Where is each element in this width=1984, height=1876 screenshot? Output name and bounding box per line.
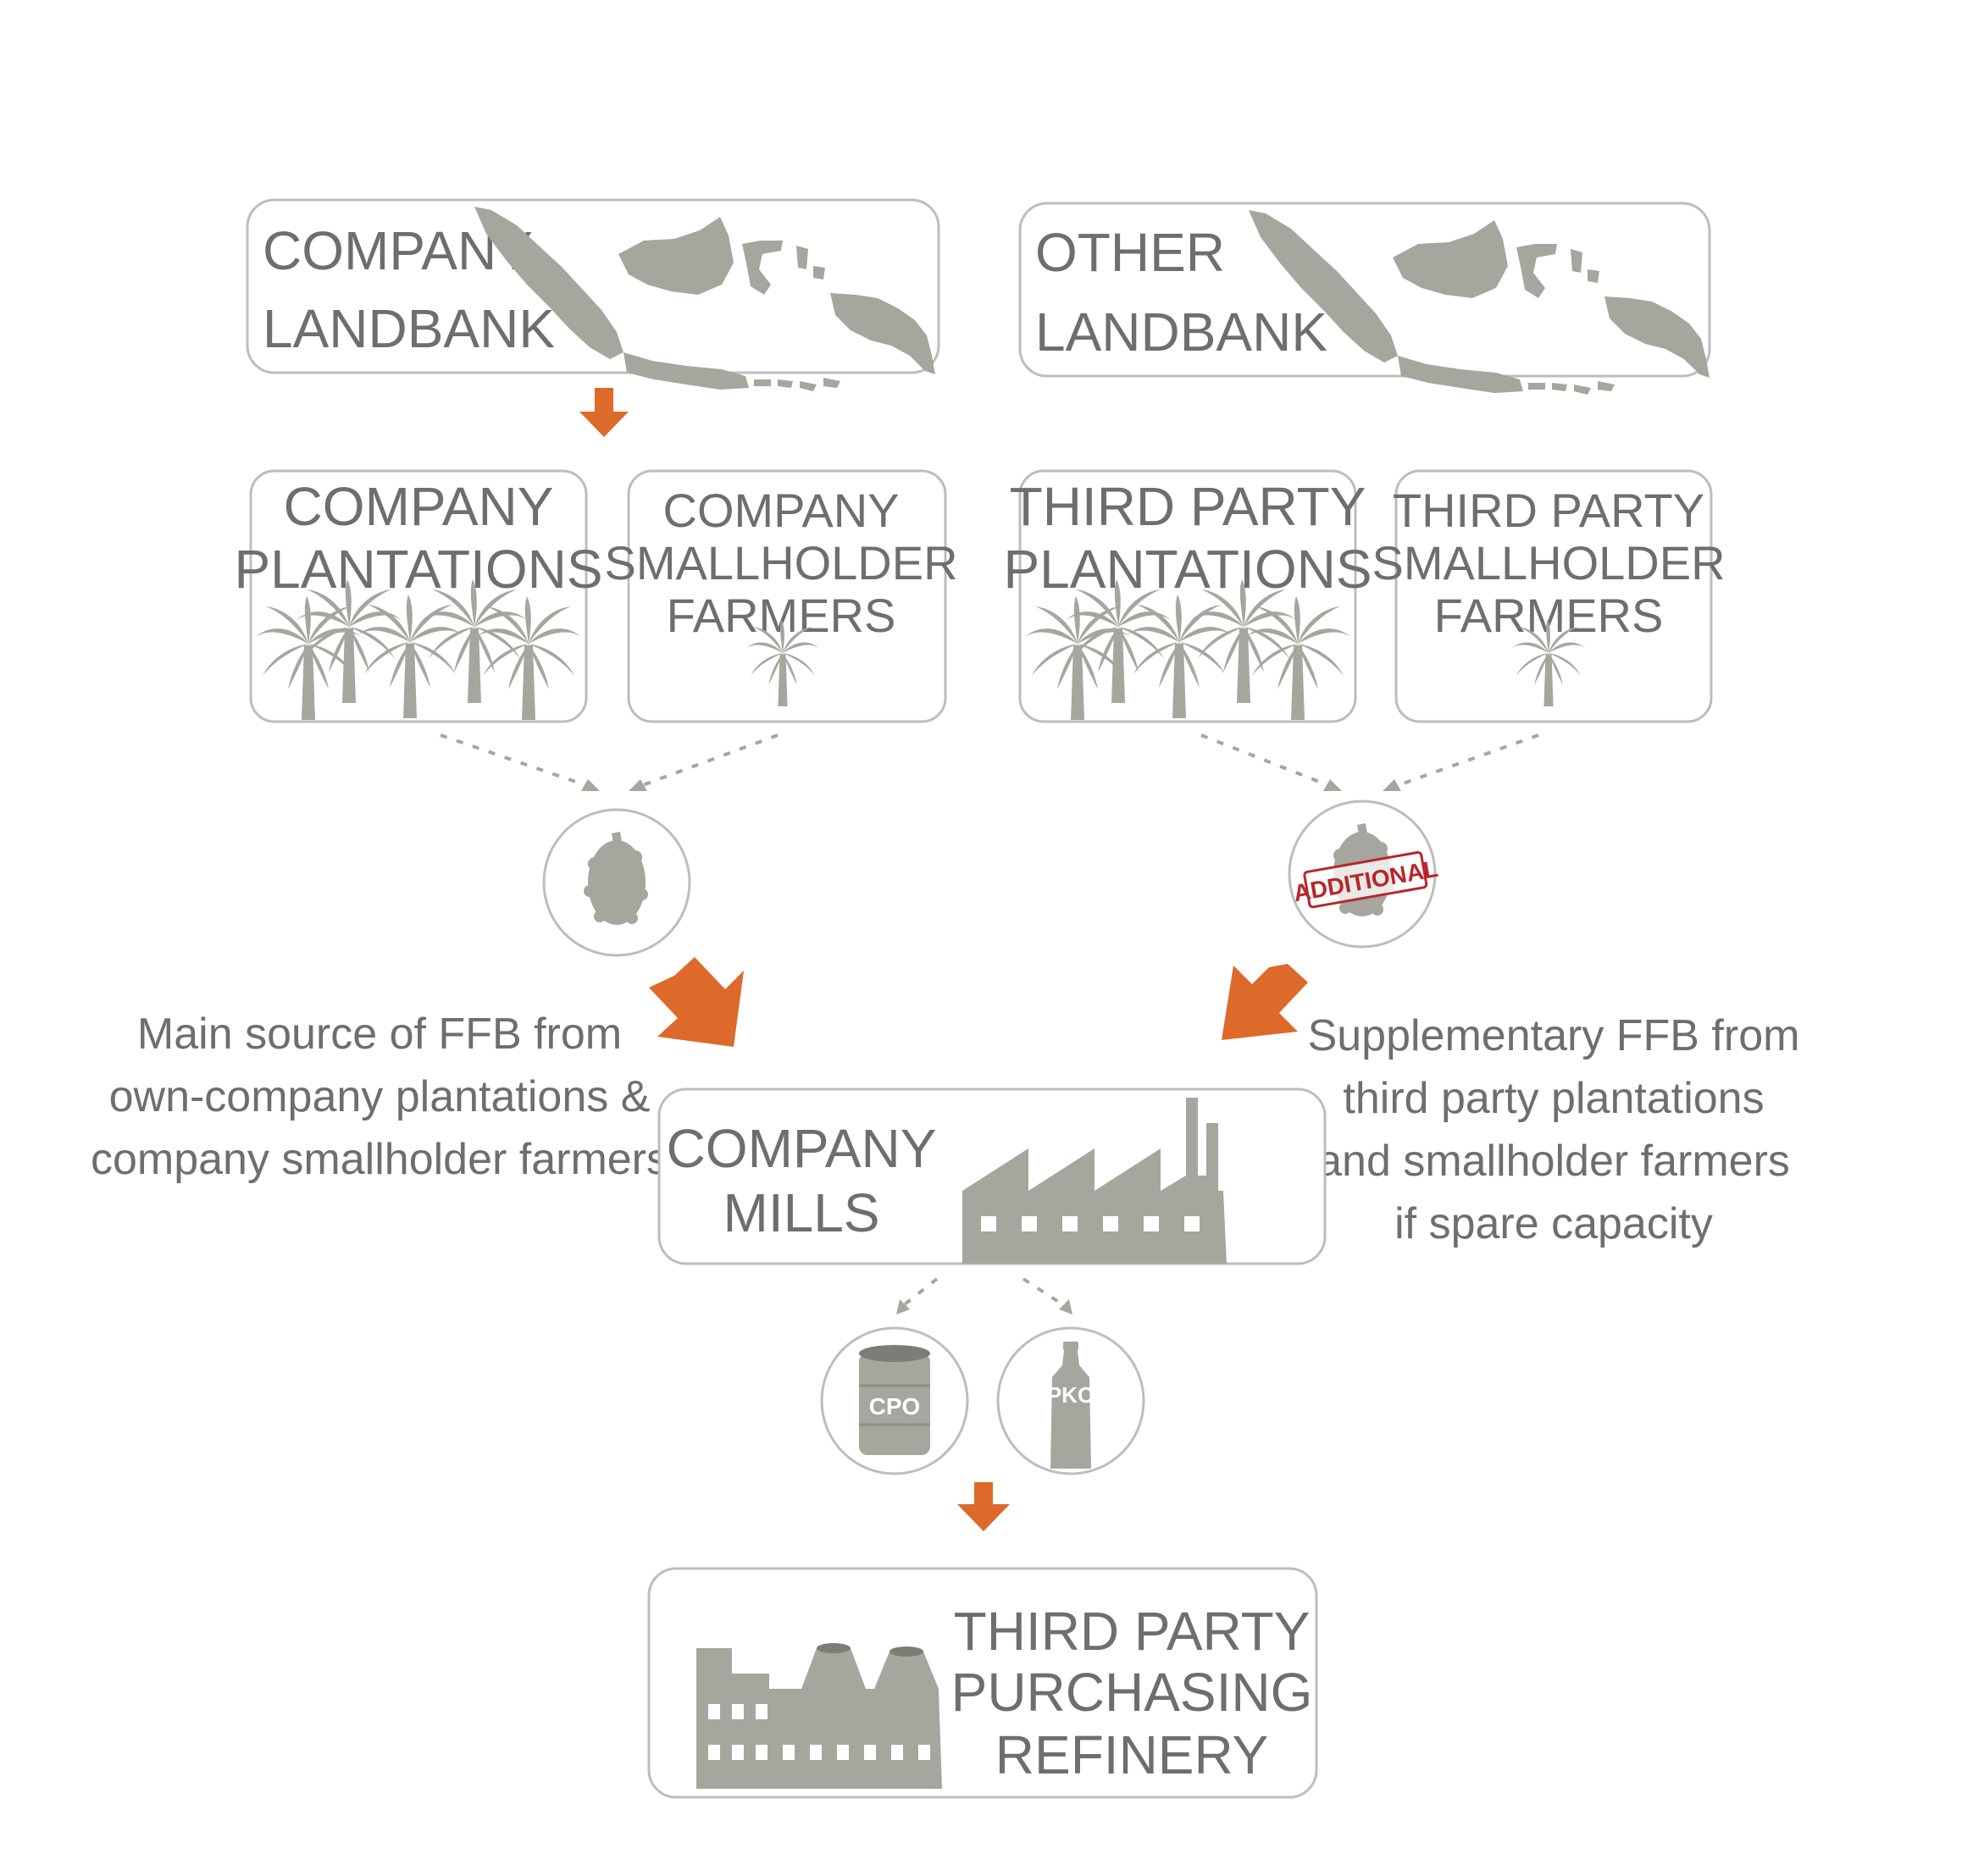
- arrow-down-icon: [579, 388, 629, 437]
- main-source-line-1: Main source of FFB from: [137, 1010, 622, 1059]
- third-party-smallholder-box: THIRD PARTY SMALLHOLDER FARMERS: [1372, 469, 1726, 723]
- company-plantations-line-2: PLANTATIONS: [234, 539, 602, 600]
- barrel-icon: [859, 1345, 930, 1455]
- company-smallholder-line-2: SMALLHOLDER: [604, 536, 957, 589]
- dotted-arrowheads-products: [896, 1299, 1072, 1314]
- main-source-note: Main source of FFB from own-company plan…: [91, 1010, 668, 1184]
- arrow-down-left-icon: [1222, 964, 1308, 1040]
- cpo-label: CPO: [869, 1393, 921, 1419]
- arrow-down-right-icon: [649, 957, 744, 1047]
- other-landbank-line-1: OTHER: [1035, 222, 1225, 283]
- cpo-circle: CPO: [820, 1326, 969, 1475]
- refinery-line-1: THIRD PARTY: [954, 1601, 1311, 1662]
- company-plantations-line-1: COMPANY: [284, 476, 554, 537]
- company-mills-box: COMPANY MILLS: [657, 1087, 1327, 1265]
- company-smallholder-box: COMPANY SMALLHOLDER FARMERS: [604, 469, 958, 723]
- company-smallholder-line-1: COMPANY: [663, 484, 900, 537]
- pko-circle: PKO: [996, 1326, 1145, 1475]
- refinery-icon: [696, 1643, 942, 1789]
- company-landbank-line-2: LANDBANK: [263, 298, 555, 359]
- other-landbank-line-2: LANDBANK: [1035, 302, 1327, 362]
- main-source-line-2: own-company plantations &: [109, 1072, 651, 1121]
- third-party-smallholder-line-2: SMALLHOLDER: [1372, 536, 1725, 589]
- company-landbank-box: COMPANY LANDBANK: [246, 198, 940, 391]
- bottle-icon: [1050, 1342, 1091, 1469]
- refinery-line-3: REFINERY: [995, 1724, 1268, 1785]
- company-mills-line-2: MILLS: [723, 1182, 880, 1243]
- other-landbank-box: OTHER LANDBANK: [1018, 202, 1711, 395]
- factory-icon: [962, 1098, 1227, 1264]
- company-mills-line-1: COMPANY: [667, 1118, 937, 1179]
- arrow-down-icon: [957, 1482, 1010, 1531]
- third-party-plantations-line-2: PLANTATIONS: [1003, 539, 1372, 600]
- third-party-plantations-line-1: THIRD PARTY: [1010, 476, 1366, 537]
- supplementary-line-2: third party plantations: [1343, 1074, 1764, 1123]
- main-source-line-3: company smallholder farmers: [91, 1135, 668, 1184]
- company-plantations-box: COMPANY PLANTATIONS: [234, 469, 603, 723]
- supplementary-note: Supplementary FFB from third party plant…: [1308, 1011, 1800, 1248]
- refinery-box: THIRD PARTY PURCHASING REFINERY: [647, 1567, 1318, 1799]
- dotted-connectors: [440, 733, 1539, 788]
- third-party-plantations-box: THIRD PARTY PLANTATIONS: [1003, 469, 1372, 723]
- dotted-connectors-products: [903, 1277, 1064, 1306]
- dotted-arrowheads: [581, 779, 1401, 791]
- supplementary-line-1: Supplementary FFB from: [1308, 1011, 1800, 1060]
- pko-label: PKO: [1047, 1382, 1095, 1408]
- company-fruit-circle: [542, 808, 691, 957]
- refinery-line-2: PURCHASING: [951, 1662, 1313, 1723]
- supplementary-line-3: and smallholder farmers: [1317, 1137, 1790, 1186]
- additional-fruit-circle: ADDITIONAL: [1288, 800, 1440, 949]
- third-party-smallholder-line-1: THIRD PARTY: [1393, 484, 1704, 537]
- supplementary-line-4: if spare capacity: [1394, 1199, 1713, 1248]
